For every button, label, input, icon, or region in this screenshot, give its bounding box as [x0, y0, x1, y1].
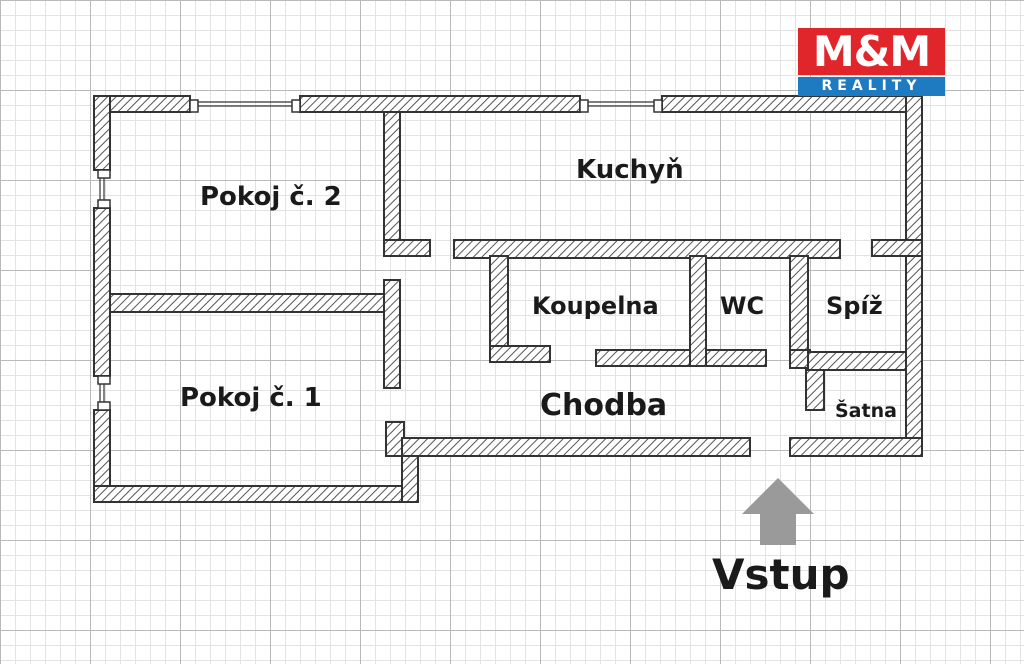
wall-segment	[807, 351, 907, 371]
wall-segment	[489, 345, 551, 363]
entrance-label: Vstup	[712, 550, 850, 599]
room-label-pokoj-2: Pokoj č. 2	[200, 182, 342, 212]
wall-segment	[383, 279, 401, 389]
wall-segment	[93, 207, 111, 377]
logo-sub: REALITY	[798, 77, 945, 96]
wall-segment	[789, 437, 923, 457]
wall-segment	[805, 369, 825, 411]
wall-segment	[299, 95, 581, 113]
wall-segment	[689, 255, 707, 367]
wall-segment	[383, 239, 431, 257]
window	[97, 169, 111, 209]
wall-segment	[661, 95, 923, 113]
wall-segment	[93, 95, 111, 171]
room-label-pokoj-1: Pokoj č. 1	[180, 383, 322, 413]
wall-segment	[595, 349, 767, 367]
wall-segment	[453, 239, 841, 259]
wall-segment	[109, 293, 401, 313]
window	[189, 99, 301, 113]
window	[579, 99, 663, 113]
logo-brand: M&M	[798, 28, 945, 75]
wall-segment	[905, 95, 923, 457]
wall-segment	[871, 239, 923, 257]
room-label-kuchyn: Kuchyň	[576, 155, 684, 185]
mm-reality-logo: M&M REALITY	[798, 28, 945, 96]
window	[97, 375, 111, 411]
room-label-spiz: Spíž	[826, 292, 883, 320]
room-label-koupelna: Koupelna	[532, 292, 659, 320]
room-label-chodba: Chodba	[540, 388, 668, 423]
room-label-satna: Šatna	[835, 400, 897, 422]
room-label-wc: WC	[720, 292, 765, 320]
wall-segment	[93, 485, 419, 503]
wall-segment	[401, 437, 751, 457]
wall-segment	[383, 111, 401, 257]
